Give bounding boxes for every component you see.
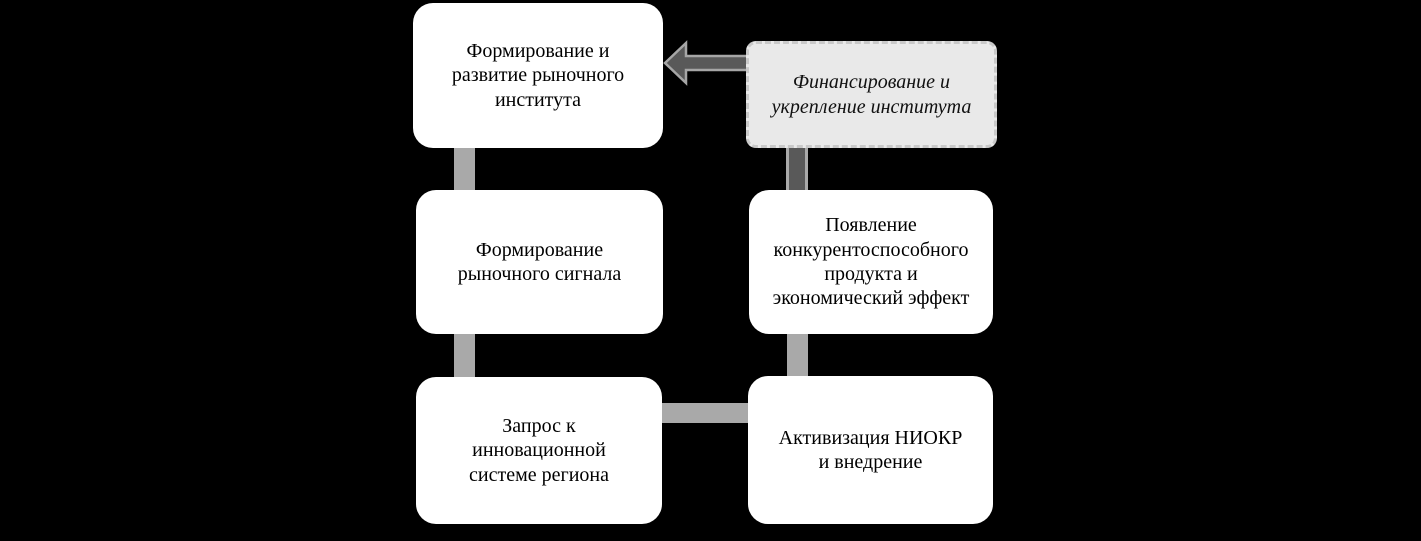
node-competitive-product: Появление конкурентоспособного продукта … (749, 190, 993, 334)
connector-financing-to-product (786, 146, 808, 191)
node-rnd-activation-label: Активизация НИОКР и внедрение (778, 426, 963, 473)
node-market-signal: Формирование рыночного сигнала (416, 190, 663, 334)
left-arrow-icon (663, 40, 752, 86)
node-competitive-product-label: Появление конкурентоспособного продукта … (772, 214, 970, 310)
node-financing-label: Финансирование и укрепление института (771, 71, 972, 118)
node-institute-development-label: Формирование и развитие рыночного инстит… (451, 39, 625, 111)
node-innovation-request-label: Запрос к инновационной системе региона (469, 414, 609, 486)
node-market-signal-label: Формирование рыночного сигнала (457, 238, 622, 285)
financing-feedback-arrow (660, 40, 752, 86)
node-financing: Финансирование и укрепление института (746, 41, 997, 148)
connector-institute-to-signal (454, 145, 475, 191)
node-rnd-activation: Активизация НИОКР и внедрение (748, 376, 993, 524)
connector-signal-to-request (454, 333, 475, 378)
node-institute-development: Формирование и развитие рыночного инстит… (413, 3, 663, 148)
connector-product-to-rnd (787, 333, 808, 377)
node-innovation-request: Запрос к инновационной системе региона (416, 377, 662, 524)
connector-request-to-rnd (656, 403, 750, 423)
